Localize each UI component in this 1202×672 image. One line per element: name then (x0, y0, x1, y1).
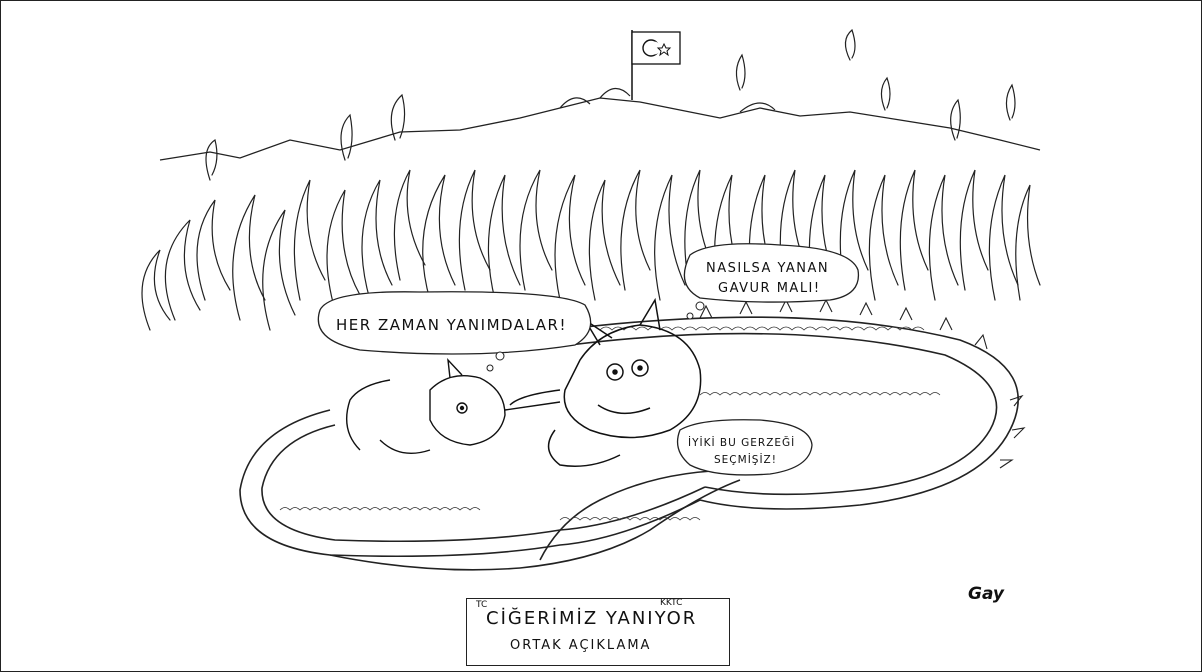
speech-top-line1: NASILSA YANAN (706, 261, 829, 276)
speech-bubble-bottom (676, 419, 813, 476)
speech-top-line2: GAVUR MALI! (718, 281, 821, 296)
large-dragon-head (509, 297, 702, 467)
caption-kktc-label: KKTC (660, 598, 683, 608)
speech-bottom-line1: İYİKİ BU GERZEĞİ (688, 436, 795, 449)
turkish-flag-icon (631, 30, 681, 100)
caption-title: CİĞERİMİZ YANIYOR (486, 608, 698, 629)
speech-bubble-top (683, 243, 860, 320)
dragon-scales (279, 326, 941, 521)
mountain-ridge (159, 97, 1041, 161)
speech-bottom-line2: SEÇMİŞİZ! (714, 453, 777, 466)
speech-left-text: HER ZAMAN YANIMDALAR! (336, 316, 567, 334)
caption-tc-label: TC (476, 600, 488, 610)
dragon-body (239, 316, 1019, 571)
flames (141, 28, 1041, 331)
speech-bubble-left (317, 291, 592, 372)
caption-plaque (466, 598, 730, 666)
artist-signature: Gay (968, 584, 1004, 604)
small-dragon-head (346, 357, 561, 454)
caption-subtitle: ORTAK AÇIKLAMA (510, 638, 652, 653)
